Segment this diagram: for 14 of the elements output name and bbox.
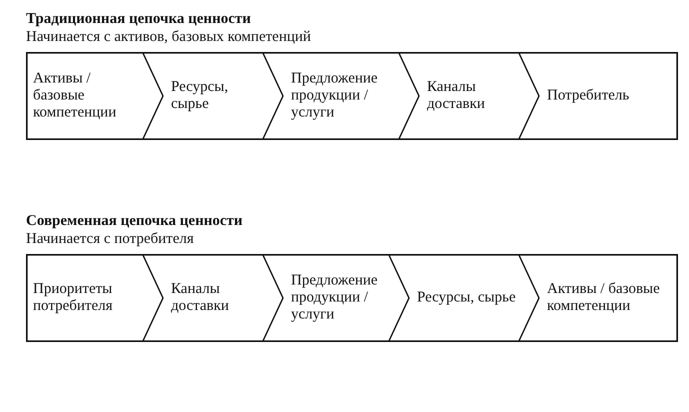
- step-label: Приоритеты потребителя: [33, 281, 114, 315]
- section-heading: Традиционная цепочка ценности: [26, 10, 252, 28]
- step-label: Предложение продукции / услуги: [291, 272, 379, 324]
- step-label: Ресурсы, сырье: [417, 290, 517, 306]
- step-label: Каналы доставки: [171, 281, 230, 315]
- section-heading: Современная цепочка ценности: [26, 212, 244, 230]
- step-label: Каналы доставки: [427, 79, 486, 113]
- section-subtitle: Начинается с активов, базовых компетенций: [26, 28, 312, 46]
- step-label: Активы / базовые компетенции: [33, 70, 118, 122]
- section-subtitle: Начинается с потребителя: [26, 230, 195, 248]
- step-label: Предложение продукции / услуги: [291, 70, 379, 122]
- step-label: Потребитель: [547, 88, 630, 104]
- step-label: Активы / базовые компетенции: [547, 281, 661, 315]
- step-label: Ресурсы, сырье: [171, 79, 230, 113]
